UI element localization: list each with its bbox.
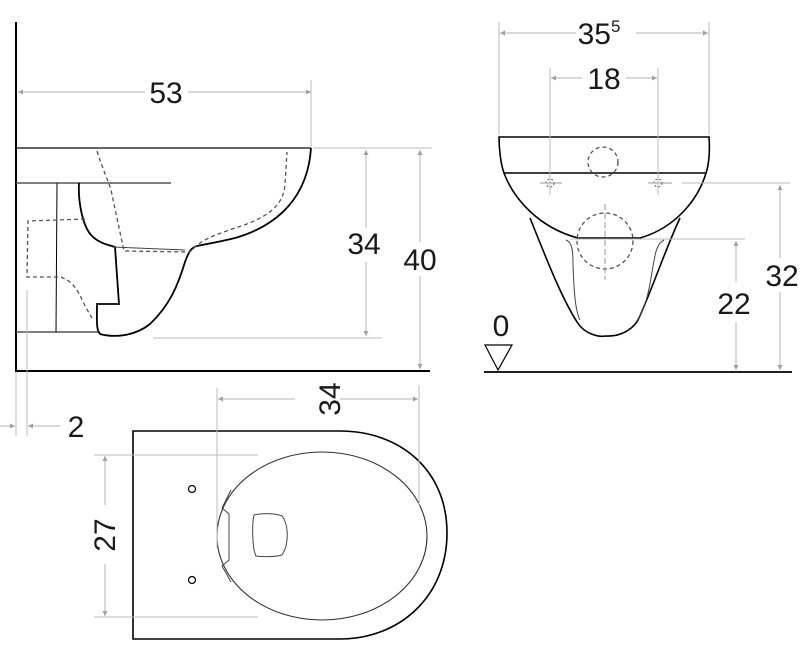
hidden-trap-line [96,150,288,253]
seat-fixing-hole [187,484,197,494]
floor-reference-triangle-icon [484,344,514,372]
seat-hinge-line [221,489,232,583]
floor-reference-label: 0 [493,310,510,343]
flush-outlet-shape [252,513,288,558]
dim-fixing-height-label: 32 [765,260,798,293]
dim-wall-gap-label: 2 [68,411,85,444]
dim-bowl-width-label: 27 [89,518,122,551]
dim-width-main: 35 [578,18,611,51]
hidden-outlet-line [26,218,93,319]
front-view: 0 355 18 32 22 [484,17,799,373]
frame-vertical [55,182,58,333]
dim-length-label: 53 [149,77,182,110]
dim-width-superscript: 5 [611,17,620,36]
top-bowl-opening [216,451,428,621]
top-view: 34 27 [89,382,448,640]
dim-outlet-height-label: 22 [717,288,750,321]
front-rim-outline [498,136,711,174]
dim-rim-height-label: 34 [347,228,380,261]
top-outer-outline [132,430,448,640]
side-view: 53 34 40 2 [0,22,437,444]
seat-fixing-hole [187,575,197,585]
bowl-inner-line [111,246,186,251]
dim-fixing-distance-label: 18 [587,63,620,96]
front-inner-outline [565,239,665,323]
dim-width-label: 355 [578,17,621,51]
dim-overall-height-label: 40 [403,244,436,277]
inlet-circle [587,146,619,178]
dim-bowl-length-label: 34 [314,382,347,415]
front-pedestal-outline [529,217,681,338]
front-bowl-outline [503,172,707,239]
bowl-outline [77,147,312,337]
